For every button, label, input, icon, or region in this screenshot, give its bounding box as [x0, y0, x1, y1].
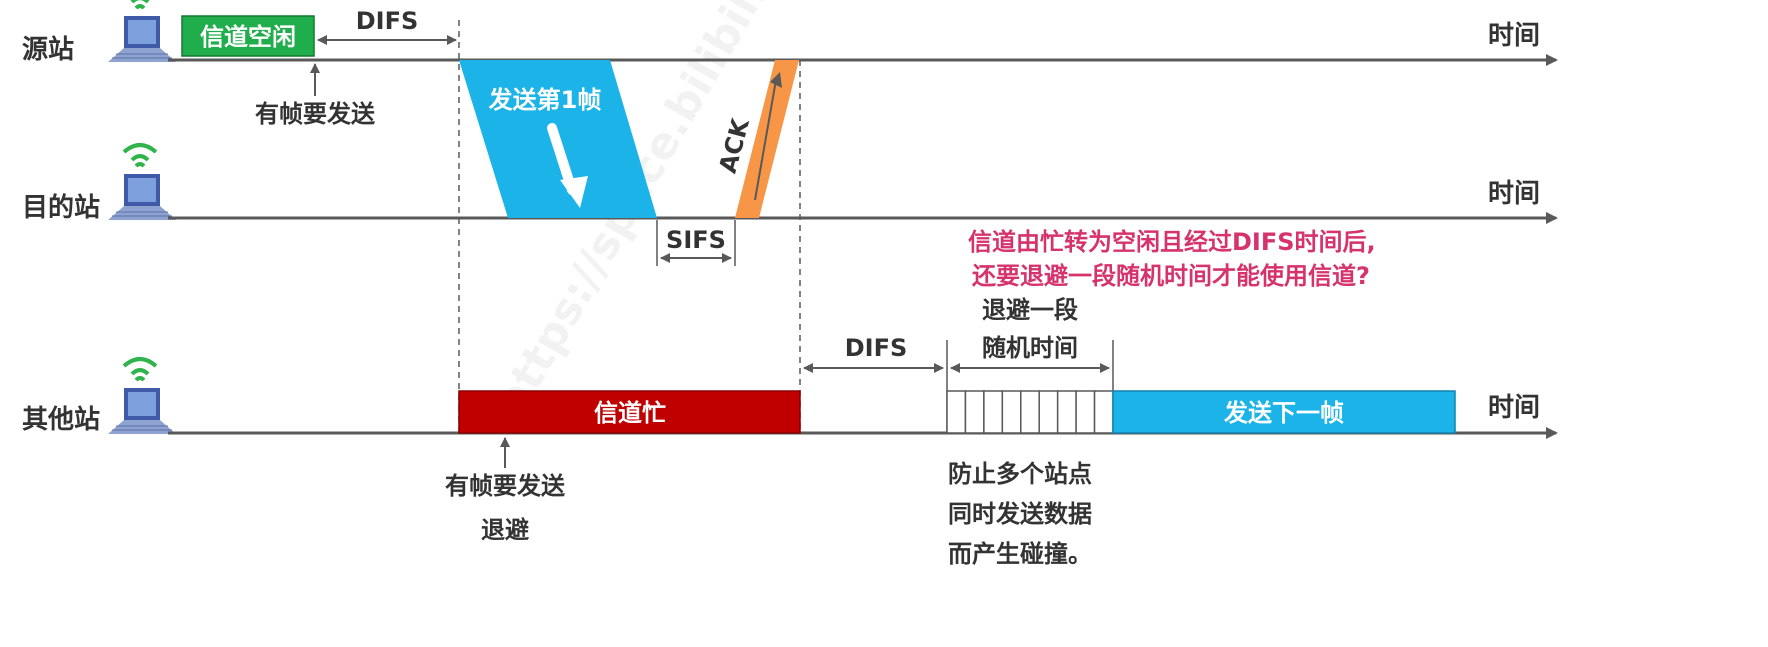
laptop-wifi-icon: [106, 0, 178, 64]
channel-idle-box: [181, 15, 315, 57]
question-line-1: 信道由忙转为空闲且经过DIFS时间后,: [968, 228, 1376, 256]
backoff-slot: [983, 390, 1004, 434]
channel-idle-label: 信道空闲: [200, 23, 296, 51]
backoff-slot: [1038, 390, 1059, 434]
station-label-source: 源站: [22, 35, 74, 65]
has-frame-label-source: 有帧要发送: [255, 100, 376, 128]
question-line-2: 还要退避一段随机时间才能使用信道?: [972, 262, 1370, 290]
backoff-slot: [1075, 390, 1096, 434]
channel-busy-label: 信道忙: [594, 399, 666, 427]
backoff-random-label-1: 退避一段: [982, 296, 1078, 324]
station-label-destination: 目的站: [22, 192, 100, 223]
time-label-source: 时间: [1488, 21, 1540, 51]
has-frame-label-others: 有帧要发送: [445, 472, 566, 500]
send-next-frame-label: 发送下一帧: [1223, 399, 1344, 427]
reason-line-2: 同时发送数据: [948, 500, 1092, 528]
time-label-destination: 时间: [1488, 179, 1540, 209]
backoff-slot: [1093, 390, 1114, 434]
backoff-slots: [946, 390, 1114, 434]
ack-shape: [735, 60, 799, 218]
reason-line-1: 防止多个站点: [948, 460, 1092, 488]
backoff-slot: [964, 390, 985, 434]
difs-label-source: DIFS: [356, 7, 419, 35]
laptop-wifi-icon: [106, 143, 178, 222]
laptop-wifi-icon: [106, 357, 178, 436]
channel-busy-box: [458, 390, 801, 434]
up-arrow-icon: [754, 72, 782, 201]
down-arrow-icon: [547, 123, 588, 208]
backoff-slot: [946, 390, 967, 434]
difs-label-others: DIFS: [845, 334, 908, 362]
backoff-slot: [1056, 390, 1077, 434]
backoff-label: 退避: [481, 516, 529, 544]
send-first-frame-label: 发送第1帧: [488, 86, 602, 114]
station-label-others: 其他站: [22, 405, 100, 435]
backoff-slot: [1020, 390, 1040, 434]
backoff-slot: [1001, 390, 1022, 434]
sifs-label: SIFS: [666, 226, 726, 254]
reason-line-3: 而产生碰撞。: [948, 540, 1092, 568]
backoff-random-label-2: 随机时间: [982, 334, 1078, 362]
send-next-frame-box: [1112, 390, 1456, 434]
time-label-others: 时间: [1488, 393, 1540, 423]
